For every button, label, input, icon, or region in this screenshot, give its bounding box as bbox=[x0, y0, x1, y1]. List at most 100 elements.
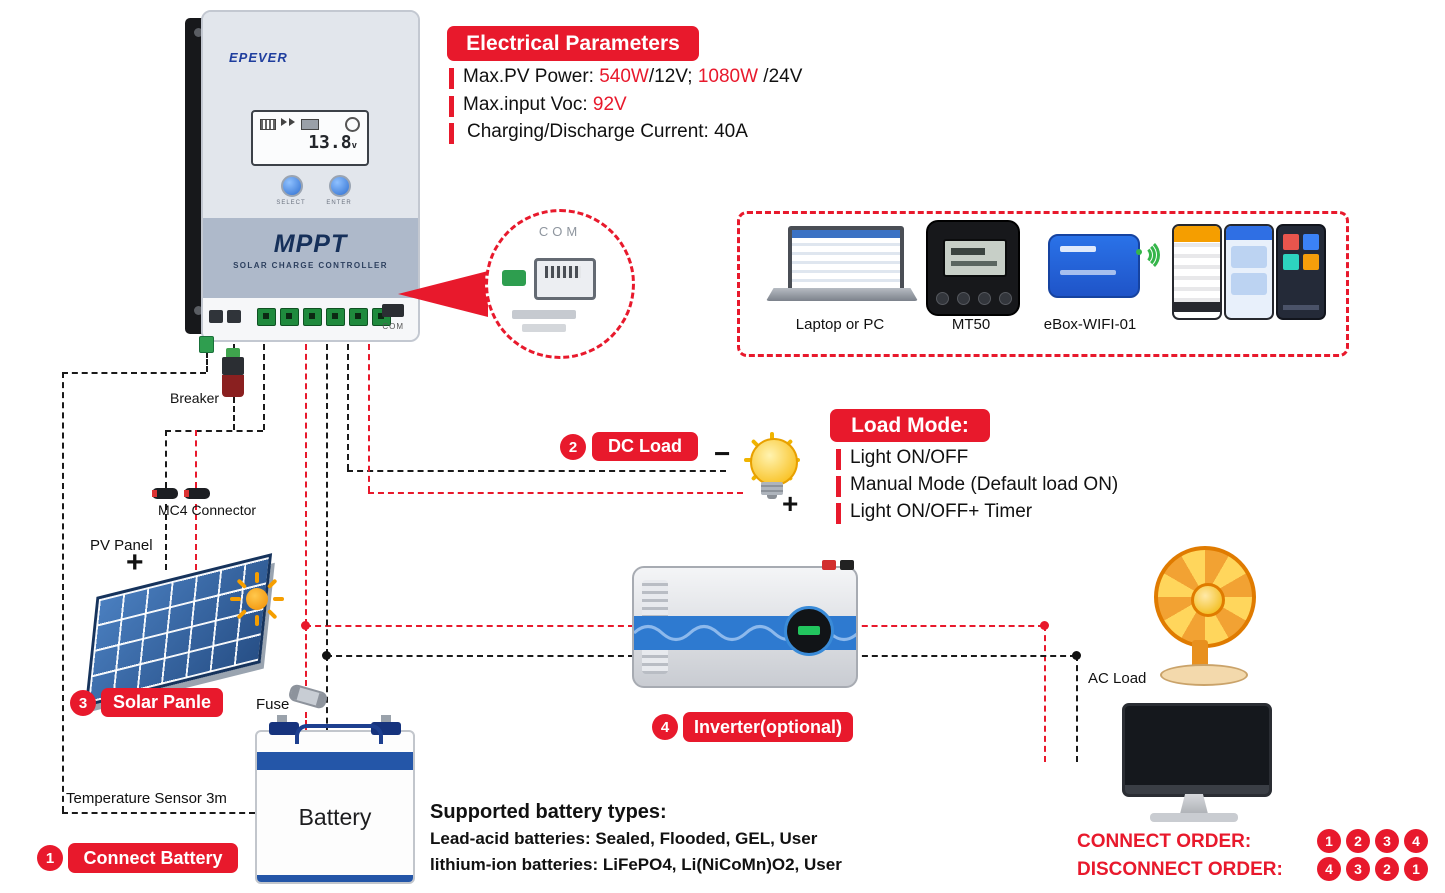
battery-types-title: Supported battery types: bbox=[430, 801, 667, 823]
battery-terminal bbox=[381, 715, 391, 723]
mc4-tip bbox=[152, 490, 157, 497]
bracket-screw-bottom bbox=[194, 306, 203, 315]
step-number: 3 bbox=[78, 694, 88, 712]
select-button bbox=[281, 175, 303, 197]
terminal-block bbox=[257, 308, 391, 326]
disconnect-order-label: DISCONNECT ORDER: bbox=[1077, 859, 1283, 880]
breaker-body bbox=[222, 357, 244, 375]
inverter-terminal-positive bbox=[822, 560, 836, 570]
com-green-connector bbox=[502, 270, 526, 286]
phone-tile bbox=[1283, 254, 1299, 270]
order-number: 1 bbox=[1412, 861, 1420, 877]
parameter-line-current: Charging/Discharge Current: 40A bbox=[467, 121, 748, 142]
wire-breaker-bottom bbox=[233, 397, 235, 430]
wire-pv-negative bbox=[263, 344, 265, 430]
order-number: 3 bbox=[1354, 861, 1362, 877]
wifi-arc bbox=[1126, 238, 1160, 272]
light-bulb-icon bbox=[750, 438, 798, 486]
mt50-button bbox=[957, 292, 970, 305]
fan-icon bbox=[1154, 546, 1256, 648]
fan-base bbox=[1160, 664, 1248, 686]
junction-dot bbox=[1040, 621, 1049, 630]
load-mode-bullet bbox=[836, 449, 841, 470]
controller-com-label: COM bbox=[382, 322, 404, 331]
terminal bbox=[303, 308, 322, 326]
connect-order-label: CONNECT ORDER: bbox=[1077, 831, 1252, 852]
inverter-display bbox=[784, 606, 834, 656]
battery-stripe bbox=[257, 752, 413, 770]
com-port-closeup bbox=[534, 258, 596, 300]
battery-label: Battery bbox=[298, 804, 372, 830]
phone-tile bbox=[1303, 234, 1319, 250]
remote-devices-box bbox=[737, 211, 1349, 357]
solar-panel-badge: Solar Panle bbox=[101, 688, 223, 717]
order-number: 4 bbox=[1412, 833, 1420, 849]
wire-load-negative bbox=[347, 344, 349, 470]
inverter-badge-label: Inverter(optional) bbox=[693, 716, 842, 737]
load-mode-bullet bbox=[836, 503, 841, 524]
junction-dot bbox=[322, 651, 331, 660]
enter-label: ENTER bbox=[326, 200, 352, 206]
ebox-wifi-device bbox=[1048, 234, 1140, 298]
wire-fuse-to-battery bbox=[305, 712, 307, 734]
phone-header bbox=[1174, 226, 1220, 242]
temperature-sensor-label: Temperature Sensor 3m bbox=[66, 790, 227, 807]
wire-ac-live-drop bbox=[1044, 625, 1046, 762]
step-4-circle: 4 bbox=[652, 714, 678, 740]
mt50-button bbox=[936, 292, 949, 305]
wire-inverter-negative bbox=[326, 655, 634, 657]
param-text: /12V; bbox=[648, 66, 698, 87]
aux-port bbox=[209, 310, 223, 323]
monitor-base bbox=[1150, 813, 1238, 822]
wifi-signal-icon bbox=[1134, 230, 1174, 274]
mc4-connector-label: MC4 Connector bbox=[158, 502, 257, 518]
connect-battery-label: Connect Battery bbox=[83, 847, 223, 868]
wire-pv-right-lower bbox=[195, 504, 197, 570]
mt50-lcd-segment bbox=[951, 261, 997, 266]
param-value-red: 1080W bbox=[697, 66, 759, 87]
controller-mid-band: MPPT SOLAR CHARGE CONTROLLER bbox=[203, 218, 418, 298]
inverter-terminal-negative bbox=[840, 560, 854, 570]
load-mode-bullet bbox=[836, 476, 841, 497]
phone-app-screen bbox=[1224, 224, 1274, 320]
load-mode-title: Load Mode: bbox=[851, 413, 969, 437]
monitor-icon bbox=[1122, 703, 1272, 797]
laptop-label: Laptop or PC bbox=[795, 316, 885, 333]
wire-temp-sensor-drop bbox=[206, 352, 208, 372]
step-1-circle: 1 bbox=[37, 845, 63, 871]
breaker-icon bbox=[222, 348, 244, 398]
controller-terminal-strip: COM bbox=[203, 298, 418, 340]
terminal bbox=[257, 308, 276, 326]
monitor-stand bbox=[1180, 794, 1208, 814]
phone-app-screen bbox=[1172, 224, 1222, 320]
wire-load-positive bbox=[368, 344, 370, 492]
dc-load-badge: DC Load bbox=[592, 432, 698, 461]
phone-tile bbox=[1231, 246, 1267, 268]
wire-ac-neutral bbox=[852, 655, 1076, 657]
mt50-button bbox=[999, 292, 1012, 305]
lcd-sun-icon bbox=[345, 117, 360, 132]
battery-types-line: lithium-ion batteries: LiFePO4, Li(NiCoM… bbox=[430, 855, 842, 874]
wire-pv-right-upper bbox=[195, 430, 197, 488]
laptop-screen bbox=[788, 226, 904, 294]
bracket-screw-top bbox=[194, 28, 203, 37]
phone-app-screen bbox=[1276, 224, 1326, 320]
param-value-red: 540W bbox=[599, 66, 649, 87]
breaker-lower bbox=[222, 375, 244, 397]
phone-content bbox=[1174, 242, 1220, 302]
fan-hub bbox=[1191, 583, 1225, 617]
step-3-circle: 3 bbox=[70, 690, 96, 716]
param-text: Max.input Voc: bbox=[463, 94, 593, 115]
connect-order-step: 3 bbox=[1375, 829, 1399, 853]
sun-icon bbox=[230, 572, 284, 626]
phone-bar bbox=[1283, 305, 1319, 310]
epever-logo: EPEVER bbox=[229, 50, 288, 65]
phone-header bbox=[1226, 226, 1272, 240]
battery-handle bbox=[295, 724, 383, 744]
fuse-end bbox=[315, 693, 327, 708]
wire-load-negative-horizontal bbox=[347, 470, 726, 472]
bulb-tip bbox=[767, 495, 777, 499]
fan-stand bbox=[1192, 640, 1208, 668]
com-zoom-arrow bbox=[398, 271, 488, 317]
